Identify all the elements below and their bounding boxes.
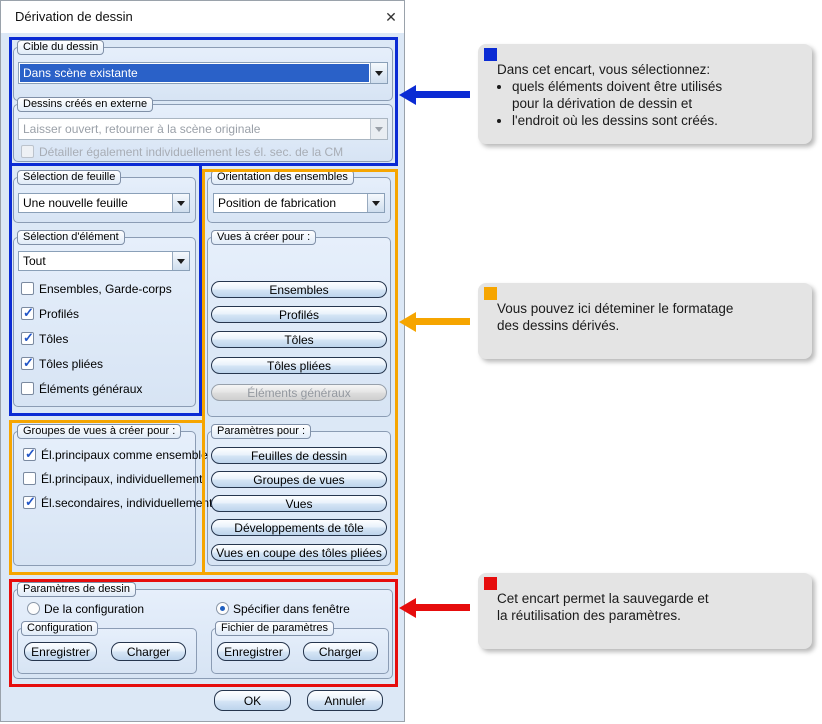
chevron-down-icon[interactable] <box>172 194 189 212</box>
element-dropdown[interactable]: Tout <box>18 251 190 271</box>
radio-label: De la configuration <box>44 602 145 616</box>
params-section-views-button[interactable]: Vues en coupe des tôles pliées <box>211 544 387 561</box>
views-elements-generaux-button: Éléments généraux <box>211 384 387 401</box>
chevron-down-icon <box>370 119 387 139</box>
checkbox-label: Éléments généraux <box>39 382 143 396</box>
close-icon[interactable]: ✕ <box>385 9 397 25</box>
chevron-down-icon[interactable] <box>367 194 384 212</box>
orientation-group-label: Orientation des ensembles <box>211 170 354 185</box>
note-title: Dans cet encart, vous sélectionnez: <box>497 62 711 77</box>
orange-arrow-icon <box>399 312 470 332</box>
note-text: Cet encart permet la sauvegarde et la ré… <box>497 591 709 623</box>
note-formatting: Vous pouvez ici déteminer le formatage d… <box>478 283 812 359</box>
radio-from-configuration[interactable] <box>27 602 40 615</box>
orientation-dropdown-value: Position de fabrication <box>218 196 337 210</box>
detail-secondary-label: Détailler également individuellement les… <box>39 145 344 159</box>
param-file-load-button[interactable]: Charger <box>303 642 378 661</box>
checkbox-label: Profilés <box>39 307 80 321</box>
configuration-load-button[interactable]: Charger <box>111 642 186 661</box>
checkbox-label: Ensembles, Garde-corps <box>39 282 172 296</box>
checkbox-toles-pliees[interactable] <box>21 355 34 371</box>
blue-square-icon <box>484 48 497 61</box>
param-file-save-button[interactable]: Enregistrer <box>217 642 290 661</box>
chevron-down-icon[interactable] <box>172 252 189 270</box>
note-bullet: l'endroit où les dessins sont créés. <box>512 112 802 129</box>
params-sheets-button[interactable]: Feuilles de dessin <box>211 447 387 464</box>
note-bullet: quels éléments doivent être utilisés pou… <box>512 78 802 112</box>
views-group-label: Vues à créer pour : <box>211 230 317 245</box>
views-toles-button[interactable]: Tôles <box>211 331 387 348</box>
target-group-label: Cible du dessin <box>17 40 105 55</box>
note-save-reuse: Cet encart permet la sauvegarde et la ré… <box>478 573 812 649</box>
note-target-selection: Dans cet encart, vous sélectionnez: quel… <box>478 44 812 144</box>
red-square-icon <box>484 577 497 590</box>
checkbox-elements-generaux[interactable] <box>21 382 34 395</box>
orange-square-icon <box>484 287 497 300</box>
checkbox-label: Él.secondaires, individuellement <box>41 496 213 510</box>
params-views-button[interactable]: Vues <box>211 495 387 512</box>
sheet-dropdown[interactable]: Une nouvelle feuille <box>18 193 190 213</box>
sheet-dropdown-value: Une nouvelle feuille <box>23 196 128 210</box>
red-arrow-icon <box>399 598 470 618</box>
params-sheet-developments-button[interactable]: Développements de tôle <box>211 519 387 536</box>
params-view-groups-button[interactable]: Groupes de vues <box>211 471 387 488</box>
dialog-title: Dérivation de dessin <box>15 9 133 24</box>
checkbox-principaux-ensemble[interactable] <box>23 446 36 462</box>
detail-secondary-checkbox <box>21 145 34 158</box>
checkbox-principaux-individuellement[interactable] <box>23 472 36 485</box>
element-group-label: Sélection d'élément <box>17 230 125 245</box>
note-bullets: quels éléments doivent être utilisés pou… <box>497 78 802 129</box>
radio-specify-in-window[interactable] <box>216 602 229 615</box>
params-for-label: Paramètres pour : <box>211 424 312 439</box>
blue-arrow-icon <box>399 85 470 105</box>
external-group-label: Dessins créés en externe <box>17 97 154 112</box>
view-groups-label: Groupes de vues à créer pour : <box>17 424 182 439</box>
configuration-label: Configuration <box>21 621 99 636</box>
sheet-group-label: Sélection de feuille <box>17 170 122 185</box>
checkbox-label: Él.principaux, individuellement <box>41 472 203 486</box>
cancel-button[interactable]: Annuler <box>307 690 383 711</box>
external-dropdown-value: Laisser ouvert, retourner à la scène ori… <box>23 122 261 136</box>
target-dropdown-value: Dans scène existante <box>19 63 370 83</box>
configuration-save-button[interactable]: Enregistrer <box>24 642 97 661</box>
param-file-label: Fichier de paramètres <box>215 621 334 636</box>
title-bar: Dérivation de dessin ✕ <box>1 1 404 33</box>
checkbox-secondaires-individuellement[interactable] <box>23 494 36 510</box>
views-toles-pliees-button[interactable]: Tôles pliées <box>211 357 387 374</box>
target-dropdown[interactable]: Dans scène existante <box>18 62 388 84</box>
ok-button[interactable]: OK <box>214 690 291 711</box>
checkbox-toles[interactable] <box>21 330 34 346</box>
element-dropdown-value: Tout <box>23 254 46 268</box>
checkbox-label: Tôles <box>39 332 69 346</box>
views-ensembles-button[interactable]: Ensembles <box>211 281 387 298</box>
drawing-params-label: Paramètres de dessin <box>17 582 136 597</box>
checkbox-label: Él.principaux comme ensemble <box>41 448 208 462</box>
orientation-dropdown[interactable]: Position de fabrication <box>213 193 385 213</box>
checkbox-label: Tôles pliées <box>39 357 104 371</box>
views-profiles-button[interactable]: Profilés <box>211 306 387 323</box>
checkbox-profiles[interactable] <box>21 305 34 321</box>
checkbox-ensembles-garde-corps[interactable] <box>21 282 34 295</box>
radio-label: Spécifier dans fenêtre <box>233 602 350 616</box>
view-groups-group <box>13 431 196 566</box>
chevron-down-icon[interactable] <box>370 63 387 83</box>
external-dropdown: Laisser ouvert, retourner à la scène ori… <box>18 118 388 140</box>
note-text: Vous pouvez ici déteminer le formatage d… <box>497 301 734 333</box>
drawing-derivation-dialog: Dérivation de dessin ✕ Cible du dessin D… <box>0 0 405 722</box>
